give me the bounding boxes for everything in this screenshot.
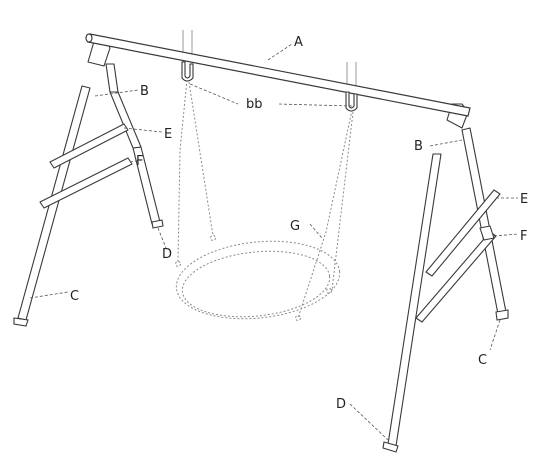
swing-ropes-g [177,79,354,319]
label-d-left: D [162,247,172,262]
label-e-left: E [164,127,172,142]
right-foot-d [382,441,399,453]
label-c-left: C [70,289,79,304]
left-leg-d-upper [109,91,142,149]
label-b-right: B [414,139,423,154]
right-brace-e [425,189,501,277]
leader-lines [29,43,519,441]
left-foot-c [13,317,29,327]
top-bar-a [85,33,471,117]
part-labels: A bb B E F D C G B E F C D [70,35,528,412]
right-frame [382,127,509,453]
label-d-right: D [336,397,346,412]
right-foot-c [495,309,509,321]
label-e-right: E [520,192,528,207]
left-leg-b [105,63,119,93]
left-foot-d [151,219,164,229]
label-f-right: F [520,229,527,244]
swing-seat-ring [175,235,341,321]
label-a: A [294,35,303,50]
label-g: G [290,219,300,234]
label-b-left: B [140,84,149,99]
label-c-right: C [478,353,487,368]
swing-hooks-bb [181,61,358,112]
left-brace-f [39,157,133,209]
right-brace-f-cap [479,225,495,241]
left-frame [13,63,164,327]
label-f-left: F [136,154,143,169]
label-bb: bb [246,97,263,112]
left-brace-e [49,123,129,169]
